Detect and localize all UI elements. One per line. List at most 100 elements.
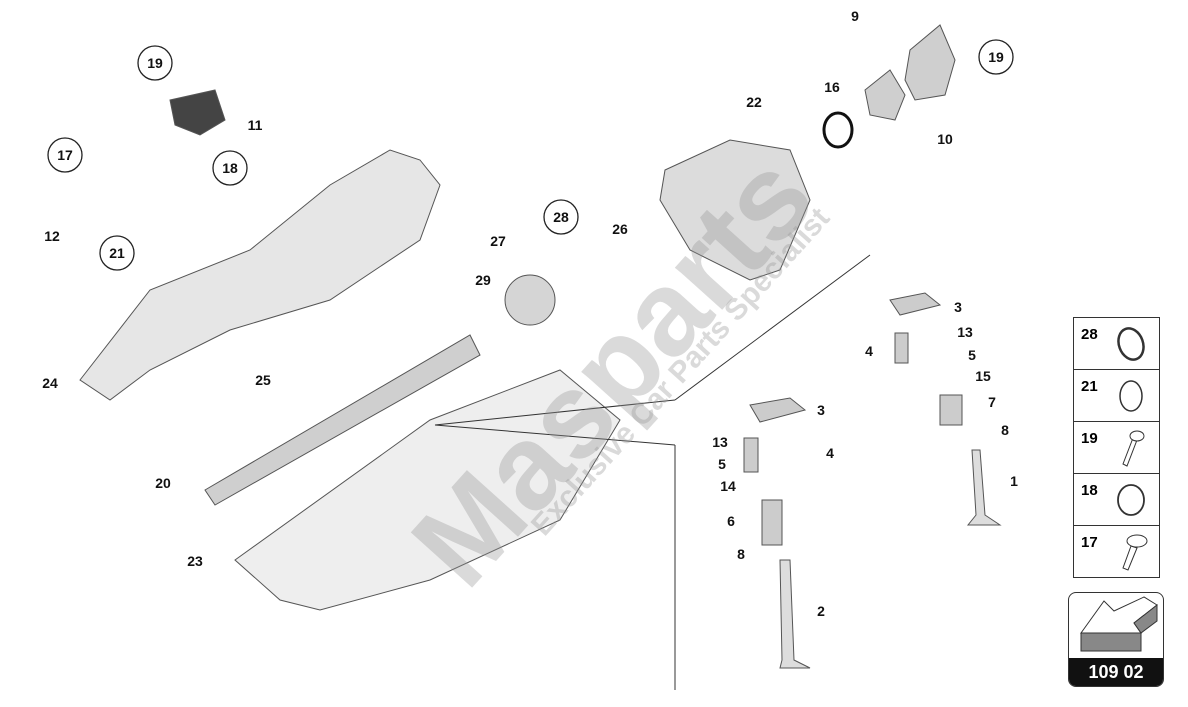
callout-5[interactable]: 5 xyxy=(718,456,726,472)
callout-10[interactable]: 10 xyxy=(937,131,953,147)
cylinder-head xyxy=(234,369,621,611)
callout-number: 19 xyxy=(988,49,1004,65)
callout-24[interactable]: 24 xyxy=(42,375,58,391)
callout-9[interactable]: 9 xyxy=(851,8,859,24)
callout-number: 14 xyxy=(720,478,736,494)
callout-number: 3 xyxy=(817,402,825,418)
small-parts-panel: 28 21 19 18 17 xyxy=(1073,317,1160,578)
callout-number: 13 xyxy=(957,324,973,340)
callout-number: 11 xyxy=(248,117,263,133)
callout-26[interactable]: 26 xyxy=(612,221,628,237)
callout-number: 21 xyxy=(109,245,125,261)
o-ring-icon xyxy=(1117,484,1145,516)
side-item[interactable]: 28 xyxy=(1074,318,1159,370)
cam-carrier xyxy=(79,149,441,401)
page-code: 109 02 xyxy=(1069,658,1163,686)
callout-17[interactable]: 17 xyxy=(47,137,83,173)
callout-number: 22 xyxy=(746,94,762,110)
callout-21[interactable]: 21 xyxy=(99,235,135,271)
callout-circle xyxy=(543,199,579,235)
callout-11[interactable]: 11 xyxy=(248,117,263,133)
callout-number: 8 xyxy=(737,546,745,562)
side-item[interactable]: 19 xyxy=(1074,422,1159,474)
callout-12[interactable]: 12 xyxy=(44,228,60,244)
callout-20[interactable]: 20 xyxy=(155,475,171,491)
callout-2[interactable]: 2 xyxy=(817,603,825,619)
callout-number: 26 xyxy=(612,221,628,237)
callout-number: 6 xyxy=(727,513,735,529)
part-number: 19 xyxy=(1081,430,1098,447)
callout-7[interactable]: 7 xyxy=(988,394,996,410)
callout-5[interactable]: 5 xyxy=(968,347,976,363)
callout-number: 10 xyxy=(937,131,953,147)
callout-14[interactable]: 14 xyxy=(720,478,736,494)
callout-22[interactable]: 22 xyxy=(746,94,762,110)
callout-13[interactable]: 13 xyxy=(957,324,973,340)
callout-27[interactable]: 27 xyxy=(490,233,506,249)
callout-circle xyxy=(47,137,83,173)
callout-16[interactable]: 16 xyxy=(824,79,840,95)
callout-19[interactable]: 19 xyxy=(137,45,173,81)
callout-number: 5 xyxy=(718,456,726,472)
callout-8[interactable]: 8 xyxy=(1001,422,1009,438)
callout-circle xyxy=(99,235,135,271)
callout-4[interactable]: 4 xyxy=(865,343,873,359)
callout-number: 23 xyxy=(187,553,203,569)
callout-number: 17 xyxy=(57,147,73,163)
camshaft xyxy=(204,334,481,506)
side-item[interactable]: 21 xyxy=(1074,370,1159,422)
callout-19[interactable]: 19 xyxy=(978,39,1014,75)
callout-29[interactable]: 29 xyxy=(475,272,491,288)
callout-number: 9 xyxy=(851,8,859,24)
callout-number: 1 xyxy=(1010,473,1018,489)
callout-1[interactable]: 1 xyxy=(1010,473,1018,489)
callout-circle xyxy=(212,150,248,186)
callout-circle xyxy=(978,39,1014,75)
callout-number: 4 xyxy=(865,343,873,359)
callout-number: 3 xyxy=(954,299,962,315)
next-page-button[interactable]: 109 02 xyxy=(1068,592,1164,687)
callout-8[interactable]: 8 xyxy=(737,546,745,562)
callout-15[interactable]: 15 xyxy=(975,368,991,384)
part-number: 18 xyxy=(1081,482,1098,499)
bolt-icon xyxy=(1122,430,1145,467)
callout-number: 19 xyxy=(147,55,163,71)
timing-cover xyxy=(659,139,811,281)
callout-13[interactable]: 13 xyxy=(712,434,728,450)
callout-number: 18 xyxy=(222,160,238,176)
callout-23[interactable]: 23 xyxy=(187,553,203,569)
callout-number: 5 xyxy=(968,347,976,363)
callout-25[interactable]: 25 xyxy=(255,372,271,388)
o-ring-icon xyxy=(1119,380,1143,412)
callout-number: 13 xyxy=(712,434,728,450)
callout-number: 15 xyxy=(975,368,991,384)
callout-number: 25 xyxy=(255,372,271,388)
callout-circle xyxy=(137,45,173,81)
part-number: 17 xyxy=(1081,534,1098,551)
arrow-icon xyxy=(1080,596,1158,652)
callout-number: 24 xyxy=(42,375,58,391)
callout-number: 12 xyxy=(44,228,60,244)
o-ring-icon xyxy=(1117,327,1145,361)
callout-18[interactable]: 18 xyxy=(212,150,248,186)
callout-28[interactable]: 28 xyxy=(543,199,579,235)
callout-number: 8 xyxy=(1001,422,1009,438)
callout-3[interactable]: 3 xyxy=(817,402,825,418)
part-number: 21 xyxy=(1081,378,1098,395)
callout-number: 27 xyxy=(490,233,506,249)
callout-number: 16 xyxy=(824,79,840,95)
callout-number: 29 xyxy=(475,272,491,288)
part-number: 28 xyxy=(1081,326,1098,343)
callout-number: 7 xyxy=(988,394,996,410)
side-item[interactable]: 18 xyxy=(1074,474,1159,526)
callout-number: 4 xyxy=(826,445,834,461)
callout-3[interactable]: 3 xyxy=(954,299,962,315)
callout-4[interactable]: 4 xyxy=(826,445,834,461)
bolt-icon xyxy=(1122,534,1148,571)
callout-6[interactable]: 6 xyxy=(727,513,735,529)
side-item[interactable]: 17 xyxy=(1074,526,1159,577)
callout-number: 2 xyxy=(817,603,825,619)
callout-number: 20 xyxy=(155,475,171,491)
